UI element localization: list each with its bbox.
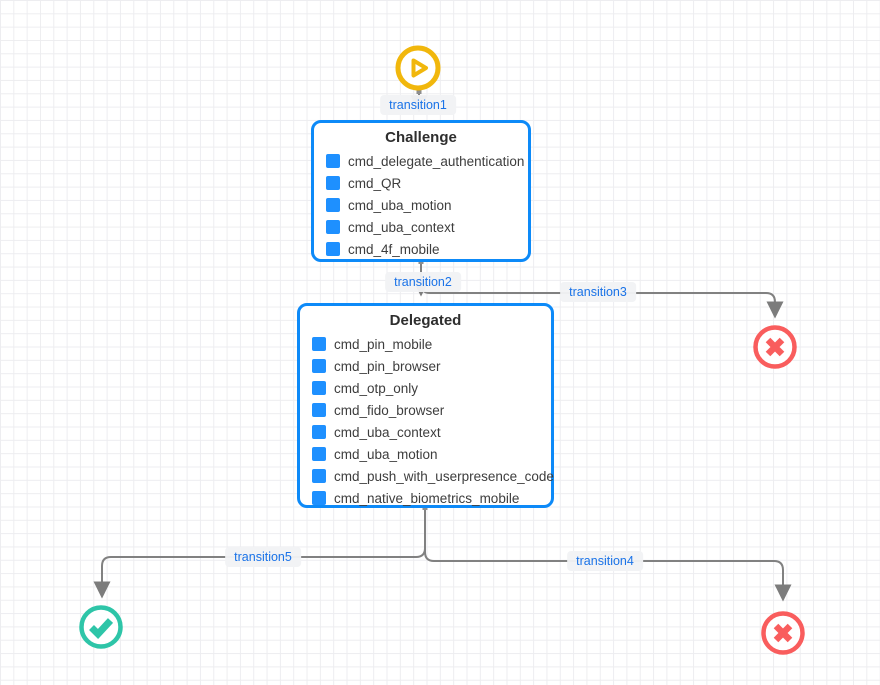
start-node[interactable] <box>395 45 441 91</box>
command-square-icon <box>326 154 340 168</box>
command-item[interactable]: cmd_otp_only <box>300 377 551 399</box>
command-item[interactable]: cmd_push_with_userpresence_code <box>300 465 554 487</box>
command-item[interactable]: cmd_4f_mobile <box>314 238 528 260</box>
play-circle-icon <box>395 45 441 95</box>
edge-label-transition5[interactable]: transition5 <box>225 547 301 567</box>
command-square-icon <box>326 198 340 212</box>
x-circle-icon <box>761 611 805 659</box>
command-item[interactable]: cmd_uba_context <box>314 216 528 238</box>
edge-label-transition1[interactable]: transition1 <box>380 95 456 115</box>
x-circle-icon <box>753 325 797 373</box>
command-square-icon <box>312 337 326 351</box>
failure-end-node-bottom[interactable] <box>761 611 805 655</box>
command-square-icon <box>312 381 326 395</box>
edge-label-transition2[interactable]: transition2 <box>385 272 461 292</box>
state-node-delegated[interactable]: Delegated cmd_pin_mobile cmd_pin_browser… <box>297 303 554 508</box>
edge-label-transition4[interactable]: transition4 <box>567 551 643 571</box>
success-end-node[interactable] <box>79 605 123 649</box>
command-square-icon <box>326 242 340 256</box>
command-label: cmd_fido_browser <box>334 402 445 418</box>
state-title: Challenge <box>385 129 457 146</box>
command-label: cmd_delegate_authentication <box>348 153 525 169</box>
command-label: cmd_uba_context <box>348 219 455 235</box>
command-item[interactable]: cmd_QR <box>314 172 528 194</box>
edge-label-transition3[interactable]: transition3 <box>560 282 636 302</box>
command-label: cmd_push_with_userpresence_code <box>334 468 554 484</box>
command-square-icon <box>312 359 326 373</box>
command-item[interactable]: cmd_uba_motion <box>300 443 551 465</box>
command-label: cmd_pin_browser <box>334 358 441 374</box>
command-square-icon <box>312 469 326 483</box>
command-item[interactable]: cmd_uba_motion <box>314 194 528 216</box>
command-item[interactable]: cmd_pin_browser <box>300 355 551 377</box>
command-square-icon <box>312 447 326 461</box>
command-item[interactable]: cmd_fido_browser <box>300 399 551 421</box>
command-square-icon <box>326 220 340 234</box>
command-item[interactable]: cmd_delegate_authentication <box>314 150 528 172</box>
command-label: cmd_4f_mobile <box>348 241 440 257</box>
command-item[interactable]: cmd_pin_mobile <box>300 333 551 355</box>
command-label: cmd_uba_context <box>334 424 441 440</box>
command-label: cmd_uba_motion <box>348 197 452 213</box>
command-square-icon <box>312 403 326 417</box>
command-label: cmd_uba_motion <box>334 446 438 462</box>
failure-end-node-top[interactable] <box>753 325 797 369</box>
state-title: Delegated <box>389 312 462 329</box>
state-node-challenge[interactable]: Challenge cmd_delegate_authentication cm… <box>311 120 531 262</box>
command-square-icon <box>312 491 326 505</box>
command-item[interactable]: cmd_uba_context <box>300 421 551 443</box>
check-circle-icon <box>79 605 123 653</box>
command-square-icon <box>326 176 340 190</box>
command-square-icon <box>312 425 326 439</box>
command-item[interactable]: cmd_native_biometrics_mobile <box>300 487 551 509</box>
command-label: cmd_QR <box>348 175 402 191</box>
command-label: cmd_native_biometrics_mobile <box>334 490 520 506</box>
command-label: cmd_pin_mobile <box>334 336 433 352</box>
command-label: cmd_otp_only <box>334 380 419 396</box>
